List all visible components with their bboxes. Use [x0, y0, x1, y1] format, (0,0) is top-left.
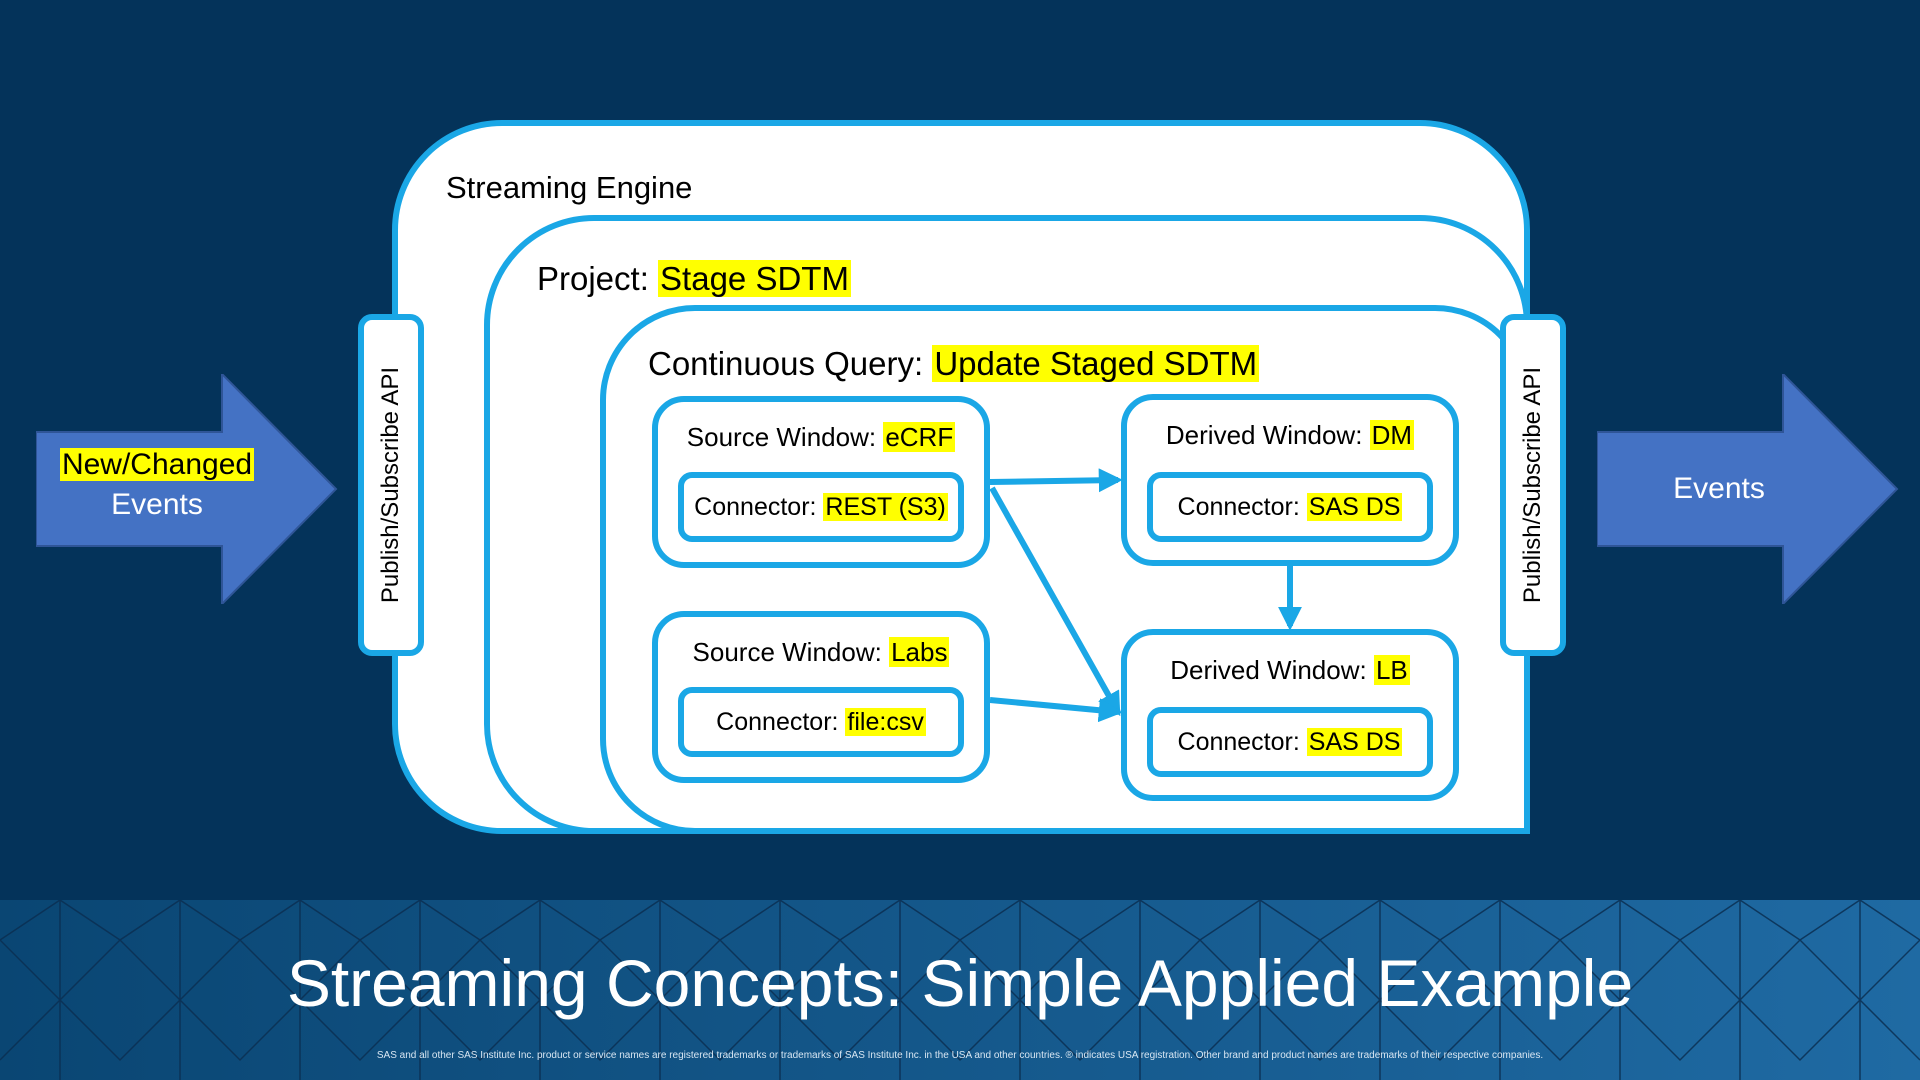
connector-sas-ds-dm: Connector: SAS DS: [1147, 472, 1433, 542]
window-name: Labs: [889, 637, 950, 667]
source-window-ecrf: Source Window: eCRF Connector: REST (S3): [652, 396, 990, 568]
connector-rest-s3: Connector: REST (S3): [678, 472, 964, 542]
pubsub-api-right: Publish/Subscribe API: [1500, 314, 1566, 656]
connector-name: REST (S3): [823, 493, 948, 521]
derived-window-dm: Derived Window: DM Connector: SAS DS: [1121, 394, 1459, 566]
derived-window-lb-title: Derived Window: LB: [1127, 655, 1453, 686]
connector-label: Connector:: [694, 493, 824, 521]
flow-ecrf-to-dm: [989, 468, 1123, 493]
input-arrow-text: Events: [111, 488, 203, 521]
project-prefix: Project:: [537, 260, 659, 297]
input-arrow-highlight: New/Changed: [59, 448, 255, 481]
connector-name: SAS DS: [1306, 493, 1403, 521]
source-window-labs-title: Source Window: Labs: [658, 637, 984, 668]
project-label: Project: Stage SDTM: [537, 260, 851, 298]
query-name: Update Staged SDTM: [932, 345, 1260, 382]
window-name: eCRF: [883, 422, 956, 452]
pubsub-api-left: Publish/Subscribe API: [358, 314, 424, 656]
output-arrow-text: Events: [1673, 472, 1765, 505]
window-label: Derived Window:: [1170, 655, 1374, 685]
connector-file-csv: Connector: file:csv: [678, 687, 964, 757]
derived-window-dm-title: Derived Window: DM: [1127, 420, 1453, 451]
window-name: DM: [1369, 420, 1415, 450]
window-label: Source Window:: [692, 637, 890, 667]
trademark-footnote: SAS and all other SAS Institute Inc. pro…: [376, 1050, 1544, 1061]
background-pattern: [0, 900, 1920, 1080]
connector-label: Connector:: [716, 708, 846, 736]
window-label: Derived Window:: [1165, 420, 1370, 450]
source-window-labs: Source Window: Labs Connector: file:csv: [652, 611, 990, 783]
flow-ecrf-to-lb: [989, 486, 1121, 717]
connector-label: Connector:: [1177, 728, 1307, 756]
project-name: Stage SDTM: [658, 260, 851, 297]
output-arrow: [1597, 374, 1899, 604]
derived-window-lb: Derived Window: LB Connector: SAS DS: [1121, 629, 1459, 801]
flow-labs-to-lb: [989, 697, 1123, 723]
query-prefix: Continuous Query:: [648, 345, 933, 382]
slide-title: Streaming Concepts: Simple Applied Examp…: [286, 946, 1634, 1020]
window-label: Source Window:: [686, 422, 884, 452]
connector-sas-ds-lb: Connector: SAS DS: [1147, 707, 1433, 777]
source-window-ecrf-title: Source Window: eCRF: [658, 422, 984, 453]
connector-name: file:csv: [845, 708, 926, 736]
input-arrow: [36, 374, 338, 604]
input-arrow-label: New/Changed Events: [36, 445, 278, 525]
output-arrow-label: Events: [1597, 469, 1841, 509]
window-name: LB: [1373, 655, 1410, 685]
continuous-query-label: Continuous Query: Update Staged SDTM: [648, 345, 1260, 383]
streaming-engine-label: Streaming Engine: [446, 170, 693, 205]
connector-label: Connector:: [1177, 493, 1307, 521]
connector-name: SAS DS: [1306, 728, 1403, 756]
